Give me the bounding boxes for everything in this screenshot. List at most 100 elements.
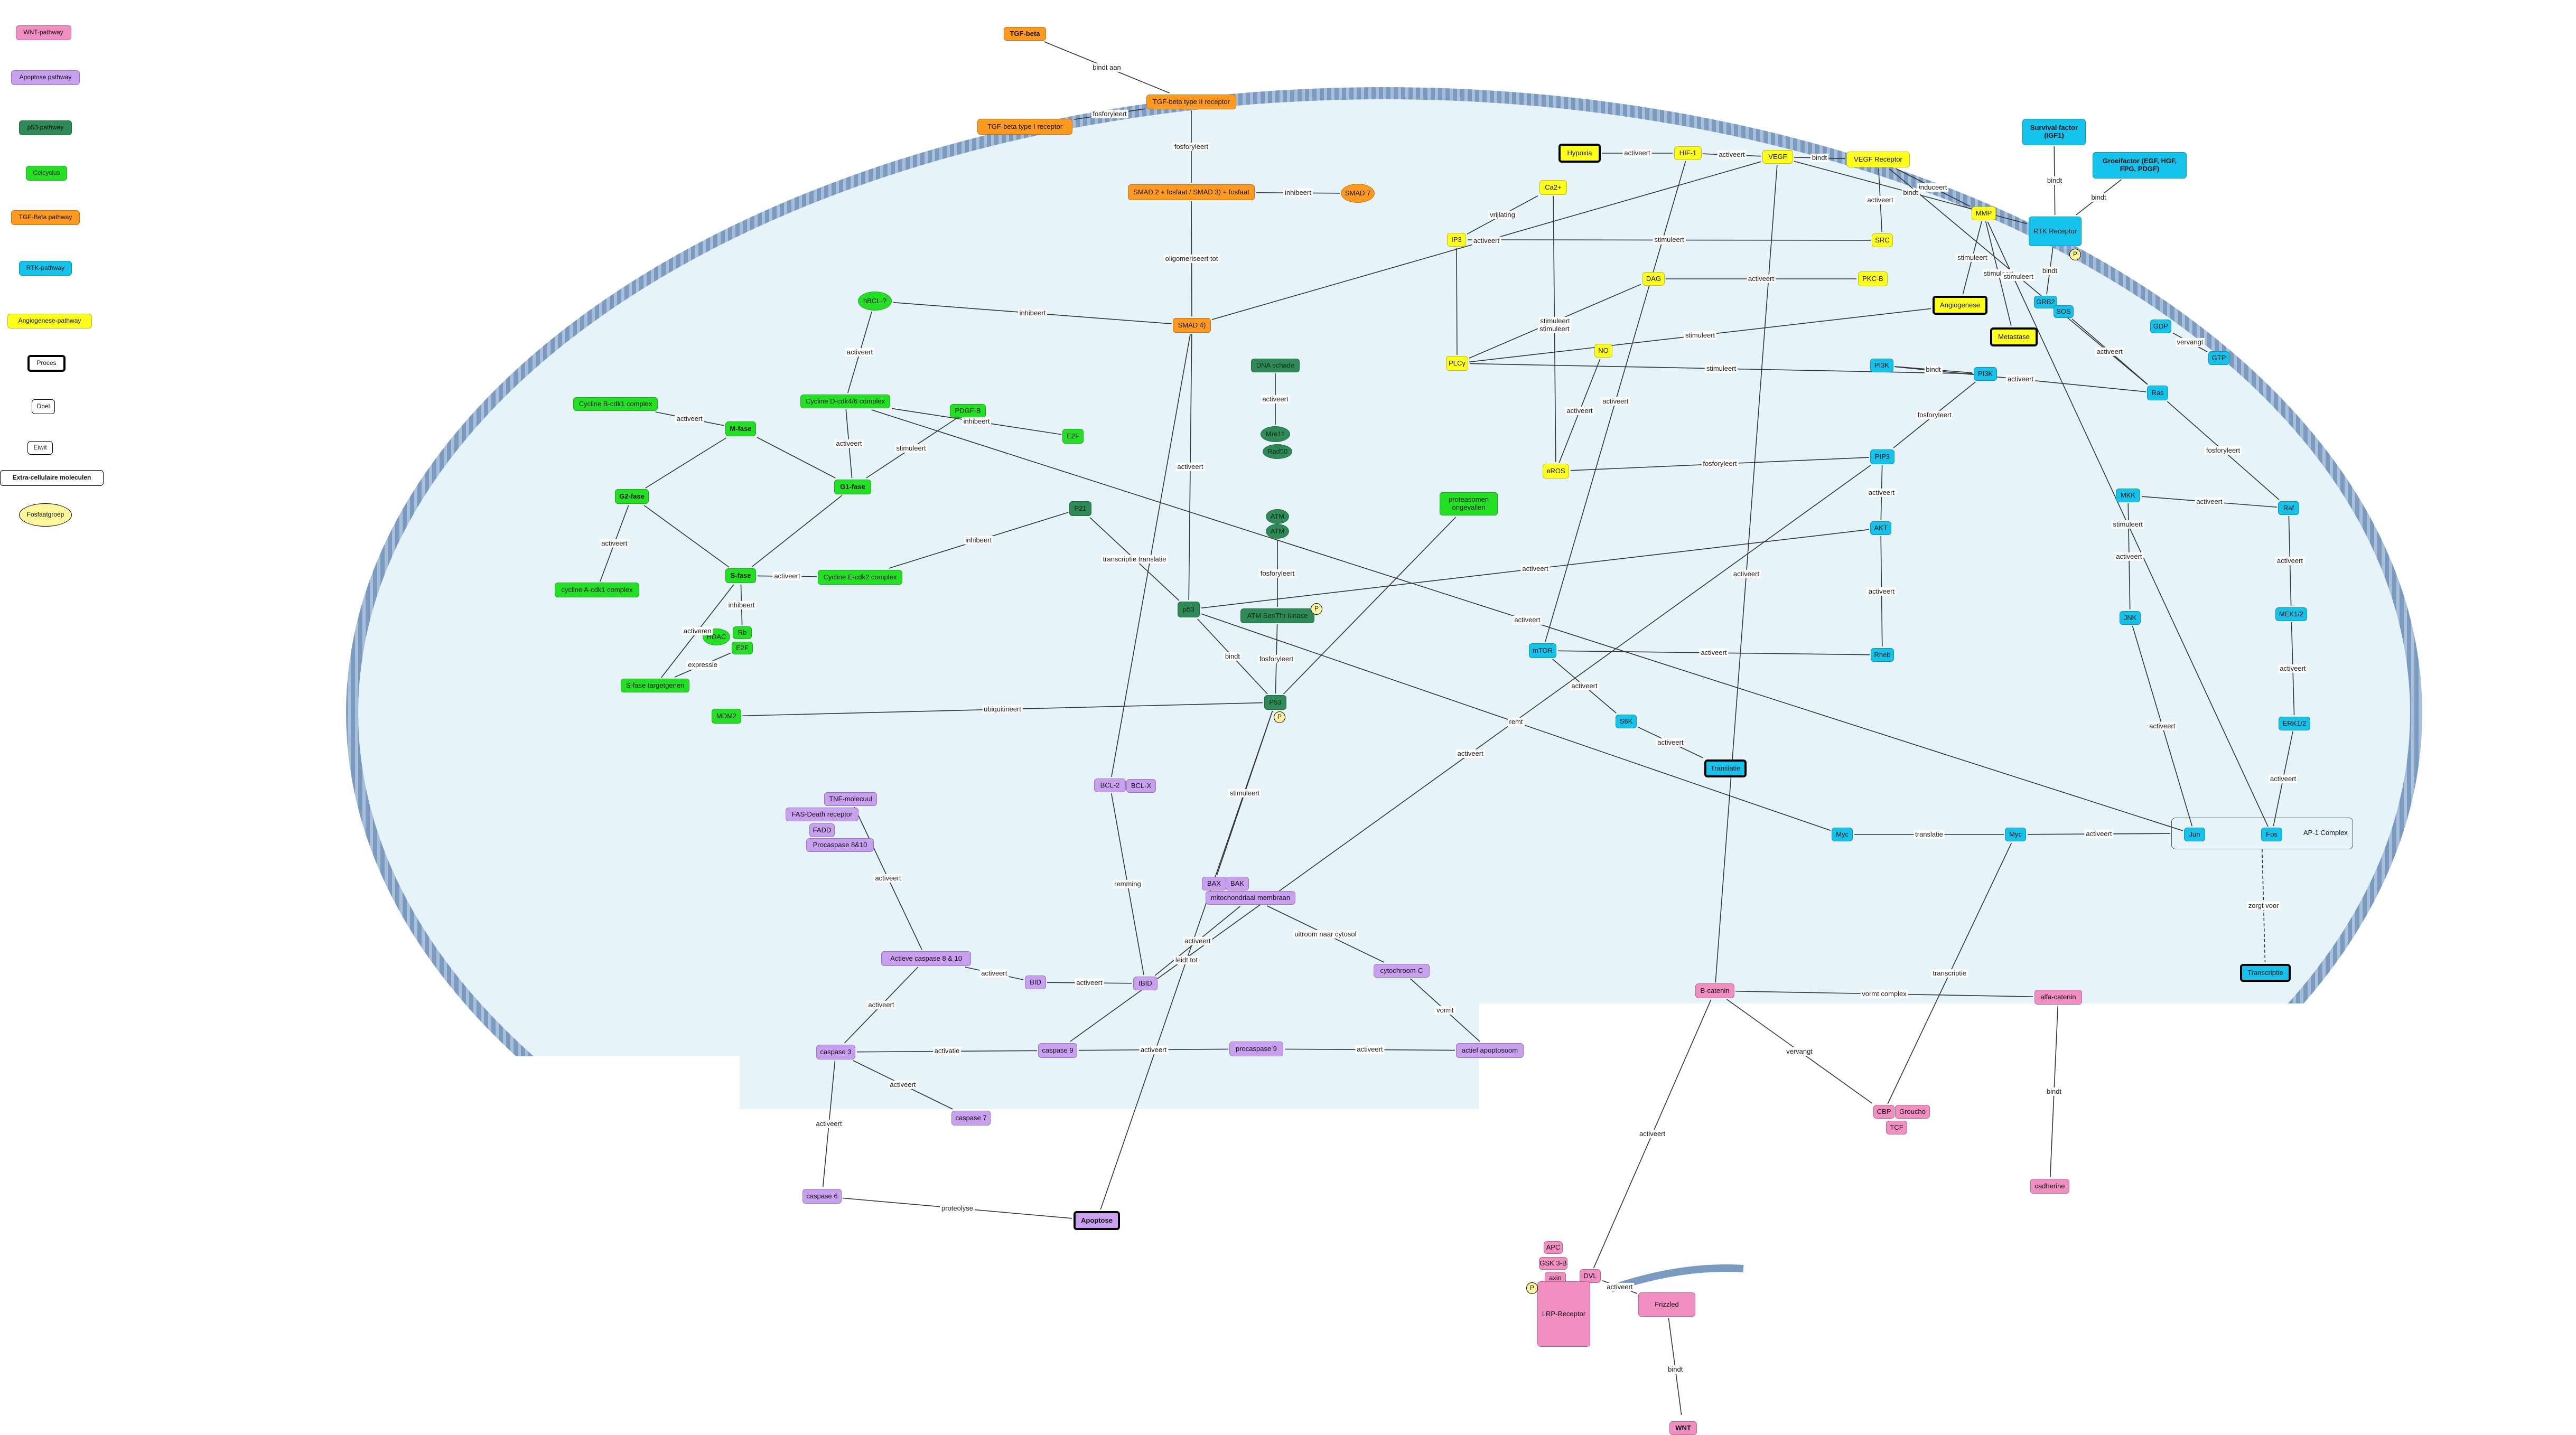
edge-label-gtp-gdp: vervangt xyxy=(2175,338,2205,347)
edge-label-pip3-eros: fosforyleert xyxy=(1701,459,1739,468)
edge-label-ap1-transcriptie: zorgt voor xyxy=(2246,901,2281,911)
edge-label-smad4-vegf: activeert xyxy=(1471,236,1501,245)
node-bak: BAK xyxy=(1226,877,1249,890)
node-pkcb: PKC-B xyxy=(1858,271,1888,286)
node-gdp: GDP xyxy=(2150,320,2171,333)
edge-label-act810-casp3: activeert xyxy=(866,1000,896,1010)
node-cycb: Cycline B-cdk1 complex xyxy=(573,397,658,411)
edge-label-plcy-angiogenese: stimuleert xyxy=(1683,331,1717,340)
node-bcat: B-catenin xyxy=(1695,983,1734,998)
edge-label-tgfbeta-tgfr2: bindt aan xyxy=(1091,63,1123,72)
edge-label-cyca-g2fase: activeert xyxy=(600,539,629,548)
node-groei: Groeifactor (EGF, HGF, FPG, PDGF) xyxy=(2093,152,2187,179)
edge-label-atm2-atmser: fosforyleert xyxy=(1258,569,1296,578)
edge-label-atmser-p53b: fosforyleert xyxy=(1257,654,1295,663)
edge-label-vegf-rtkr: bindt xyxy=(1901,188,1920,197)
node-actapo: actief apoptosoom xyxy=(1456,1043,1524,1058)
edge-label-survival-rtkr: bindt xyxy=(2045,176,2064,185)
node-p1: P xyxy=(1311,603,1322,615)
edge-label-src-ip3: stimuleert xyxy=(1653,236,1686,245)
legend-lg-wnt: WNT-pathway xyxy=(15,25,71,40)
node-fadd: FADD xyxy=(809,823,835,837)
legend-lg-tgf: TGF-Beta pathway xyxy=(11,210,80,225)
legend-lg-eiwit: Eiwit xyxy=(27,441,53,455)
node-src: SRC xyxy=(1872,233,1893,247)
edge-label-tbid-mito: activeert xyxy=(1183,936,1212,945)
node-hif1: HIF-1 xyxy=(1674,146,1702,160)
node-act810: Actieve caspase 8 & 10 xyxy=(881,951,971,966)
edge-p53b-prot xyxy=(1283,517,1457,695)
edge-label-pi3k-plcy: stimuleert xyxy=(1704,364,1738,373)
node-apoptose: Apoptose xyxy=(1074,1211,1120,1230)
edge-label-jun-cycd: activeert xyxy=(1513,616,1542,625)
node-atmser: ATM Ser/Thr kinase xyxy=(1240,608,1314,623)
edge-label-mito-cytc: uitroom naar cytosol xyxy=(1293,930,1358,939)
node-ip3: IP3 xyxy=(1447,233,1466,247)
edge-label-s6k-translatie: activeert xyxy=(1656,738,1685,747)
edge-label-sos-ras: activeert xyxy=(2095,347,2124,356)
edge-label-vegfr-src: activeert xyxy=(1865,195,1895,205)
edge-label-rheb-mtor: activeert xyxy=(1699,648,1729,658)
edge-label-e2f-cycd: inhibeert xyxy=(962,417,992,426)
edge-label-bcat-acat: vormt complex xyxy=(1860,989,1908,999)
edge-label-cbp-myc2: transcriptie xyxy=(1931,969,1968,978)
node-pdgfb: PDGF-B xyxy=(950,404,986,418)
edge-label-smad-smad4: oligomeriseert tot xyxy=(1163,254,1220,264)
edge-label-pip3-casp9: activeert xyxy=(1455,749,1485,758)
edge-label-hif1-mtor: activeert xyxy=(1601,397,1630,406)
edge-label-jnk-jun: activeert xyxy=(2148,721,2177,730)
node-sfasegenen: S-fase targetgenen xyxy=(621,679,689,692)
node-bclx: BCL-X xyxy=(1126,779,1156,793)
node-tgfr2: TGF-beta type II receptor xyxy=(1146,95,1236,109)
node-casp7: caspase 7 xyxy=(951,1111,991,1126)
node-no: NO xyxy=(1594,344,1612,358)
node-p21: P21 xyxy=(1069,501,1091,516)
edge-label-casp6-apoptose: proteolyse xyxy=(940,1204,975,1213)
node-vegf: VEGF xyxy=(1762,150,1793,164)
edge-label-plcy-dag: stimuleert xyxy=(1538,317,1572,326)
edge-label-tnf-act810: activeert xyxy=(873,874,903,883)
edge-label-pip3-akt: activeert xyxy=(1866,488,1897,497)
node-p2: P xyxy=(1274,711,1285,723)
edge-label-pdgfb-g1fase: stimuleert xyxy=(894,444,928,453)
node-jun: Jun xyxy=(2184,828,2205,841)
node-gtp: GTP xyxy=(2208,351,2229,365)
node-atm: ATM xyxy=(1266,509,1289,524)
edge-label-raf-mkk: activeert xyxy=(2195,498,2224,507)
node-wnt: WNT xyxy=(1669,1421,1697,1435)
node-dag: DAG xyxy=(1642,272,1665,286)
edge-label-procasp9-casp9: activeert xyxy=(1138,1045,1169,1054)
node-lrp: LRP-Receptor xyxy=(1537,1281,1590,1347)
node-cyce: Cycline E-cdk2 complex xyxy=(818,570,902,585)
legend-lg-rtk: RTK-pathway xyxy=(19,261,72,276)
node-acat: alfa-catenin xyxy=(2034,990,2082,1005)
node-tgfbeta: TGF-beta xyxy=(1004,27,1046,41)
node-rheb: Rheb xyxy=(1871,648,1894,662)
node-cycd: Cycline D-cdk4/6 complex xyxy=(800,395,890,408)
edge-label-mdm2-p53b: ubiquitineert xyxy=(982,705,1023,714)
legend-lg-extra: Extra-cellulaire moleculen xyxy=(0,470,104,486)
node-angiogenese: Angiogenese xyxy=(1933,296,1987,315)
edge-label-casp3-casp6: activeert xyxy=(814,1119,844,1129)
cutout-2 xyxy=(740,1109,2576,1415)
edge-label-vegfr-mmp: induceert xyxy=(1917,183,1949,192)
edge-label-hif1-vegf: activeert xyxy=(1717,151,1747,160)
node-cyca: cycline A-cdk1 complex xyxy=(555,583,639,597)
edge-label-mek-erk: activeert xyxy=(2278,664,2308,673)
node-mito: mitochondriaal membraan xyxy=(1206,891,1295,905)
edge-label-cycd-g1fase: activeert xyxy=(834,439,864,448)
edge-label-mkk-jnk: activeert xyxy=(2114,552,2144,561)
node-smad7: SMAD 7 xyxy=(1341,184,1375,203)
node-tgfr1: TGF-beta type I receptor xyxy=(977,119,1072,135)
node-hbcl: hBCL-? xyxy=(858,292,892,311)
node-mdm2: MDM2 xyxy=(712,709,741,724)
edge-label-smad4-p53: activeert xyxy=(1175,462,1205,472)
node-raf: Raf xyxy=(2278,501,2299,515)
edge-g1fase-sfase xyxy=(751,495,843,567)
node-mmp: MMP xyxy=(1972,207,1996,220)
node-ca: Ca2+ xyxy=(1539,180,1567,195)
node-p53b: P53 xyxy=(1264,695,1286,710)
edge-label-cycb-mfase: activeert xyxy=(675,414,704,423)
edge-label-rb-sfase: inhibeert xyxy=(726,601,757,609)
